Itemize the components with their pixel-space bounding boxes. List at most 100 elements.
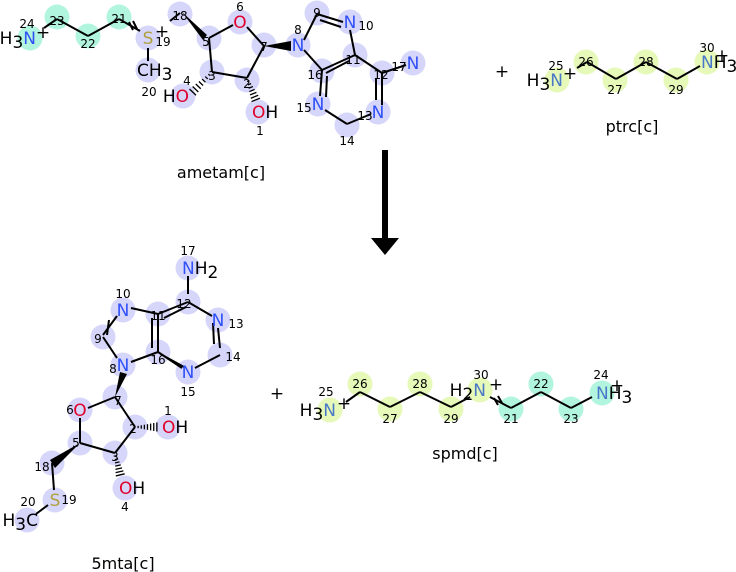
atom-number: 14 [339, 134, 354, 148]
bond [450, 396, 471, 408]
atom-number: 26 [352, 377, 367, 391]
atom-number: 12 [176, 297, 191, 311]
bond [106, 319, 110, 336]
atom-number: 11 [345, 53, 360, 67]
atom-highlight [175, 255, 201, 281]
atom-number: 28 [412, 377, 427, 391]
atom-highlight [407, 371, 433, 397]
atom-label: N [344, 13, 357, 33]
atom-number: 22 [533, 377, 548, 391]
molecule-name-spmd: spmd[c] [432, 444, 498, 463]
atom-highlight [467, 377, 493, 403]
atom-label: OH [119, 479, 145, 499]
bond [208, 24, 234, 39]
atom-label: N [292, 36, 305, 56]
bond [157, 301, 189, 315]
atom-highlight [42, 487, 68, 513]
bond [102, 315, 118, 336]
reaction-arrow [371, 150, 399, 255]
bond [345, 391, 361, 403]
atom-number: 17 [180, 244, 195, 258]
atom-highlight [205, 307, 231, 333]
atom-number: 6 [66, 403, 74, 417]
atom-highlight [317, 397, 343, 423]
atom-number: 27 [607, 83, 622, 97]
atom-number: 25 [548, 59, 563, 73]
wedge-bond [50, 443, 80, 468]
atom-number: 9 [94, 332, 102, 346]
bond [540, 391, 572, 409]
atom-number: 22 [80, 37, 95, 51]
atom-number: 5 [72, 436, 80, 450]
atom-number: 5 [202, 35, 210, 49]
bond [128, 21, 134, 31]
atom-highlight [347, 371, 373, 397]
atom-number: 24 [19, 17, 34, 31]
bond [493, 397, 499, 406]
bond [102, 336, 118, 359]
atom-label: HO [163, 87, 189, 107]
charge-plus: + [36, 23, 50, 43]
bond [87, 396, 116, 409]
bond [316, 13, 344, 23]
atom-number: 11 [150, 309, 165, 323]
bond [676, 65, 701, 80]
atom-highlight [589, 380, 615, 406]
atom-number: 21 [111, 12, 126, 26]
bond [212, 322, 215, 345]
wedge-bond [115, 372, 127, 397]
atom-label: O [233, 13, 246, 33]
bond [325, 75, 328, 98]
atom-number: 6 [236, 0, 244, 14]
atom-number: 19 [155, 35, 170, 49]
atom-highlight [227, 9, 253, 35]
molecule-name-ametam: ametam[c] [177, 163, 265, 182]
atom-number: 8 [294, 23, 302, 37]
bond [132, 20, 138, 30]
atom-highlight [17, 25, 43, 51]
bond [51, 462, 55, 491]
atom-number: 1 [164, 404, 172, 418]
bond [35, 504, 49, 515]
hashed-bond [114, 455, 125, 477]
atom-number: 13 [357, 109, 372, 123]
bond [349, 29, 356, 56]
atom-highlight [544, 67, 570, 93]
wedge-bond [264, 41, 291, 51]
atom-highlight [305, 91, 331, 117]
atom-number: 12 [373, 68, 388, 82]
atom-highlight [304, 0, 330, 26]
atom-highlight [334, 112, 360, 138]
bond [303, 13, 318, 41]
atom-label: N [117, 356, 130, 376]
bond [615, 61, 647, 80]
bond [246, 45, 265, 79]
bond [645, 61, 678, 80]
molecule-name-ptrc: ptrc[c] [606, 117, 659, 136]
atom-highlight [377, 396, 403, 422]
atom-number: 28 [638, 55, 653, 69]
atom-highlight [400, 50, 426, 76]
atom-number: 4 [121, 500, 129, 514]
bond [246, 26, 265, 47]
bond [169, 12, 181, 22]
bond [359, 391, 391, 408]
atom-number: 18 [172, 9, 187, 23]
atom-label: S [143, 29, 154, 49]
atom-number: 20 [20, 495, 35, 509]
bond [324, 109, 348, 125]
atom-number: 4 [183, 74, 191, 88]
atom-highlight [14, 507, 40, 533]
atom-number: 3 [111, 450, 119, 464]
atom-number: 19 [61, 493, 76, 507]
atom-label: N [372, 103, 385, 123]
atom-highlight [694, 49, 720, 75]
bond [208, 37, 213, 73]
atom-label: N [212, 311, 225, 331]
atom-highlight [245, 99, 271, 125]
atom-number: 14 [225, 350, 240, 364]
bond [187, 301, 213, 317]
atom-number: 2 [129, 422, 137, 436]
atom-highlight [498, 396, 524, 422]
